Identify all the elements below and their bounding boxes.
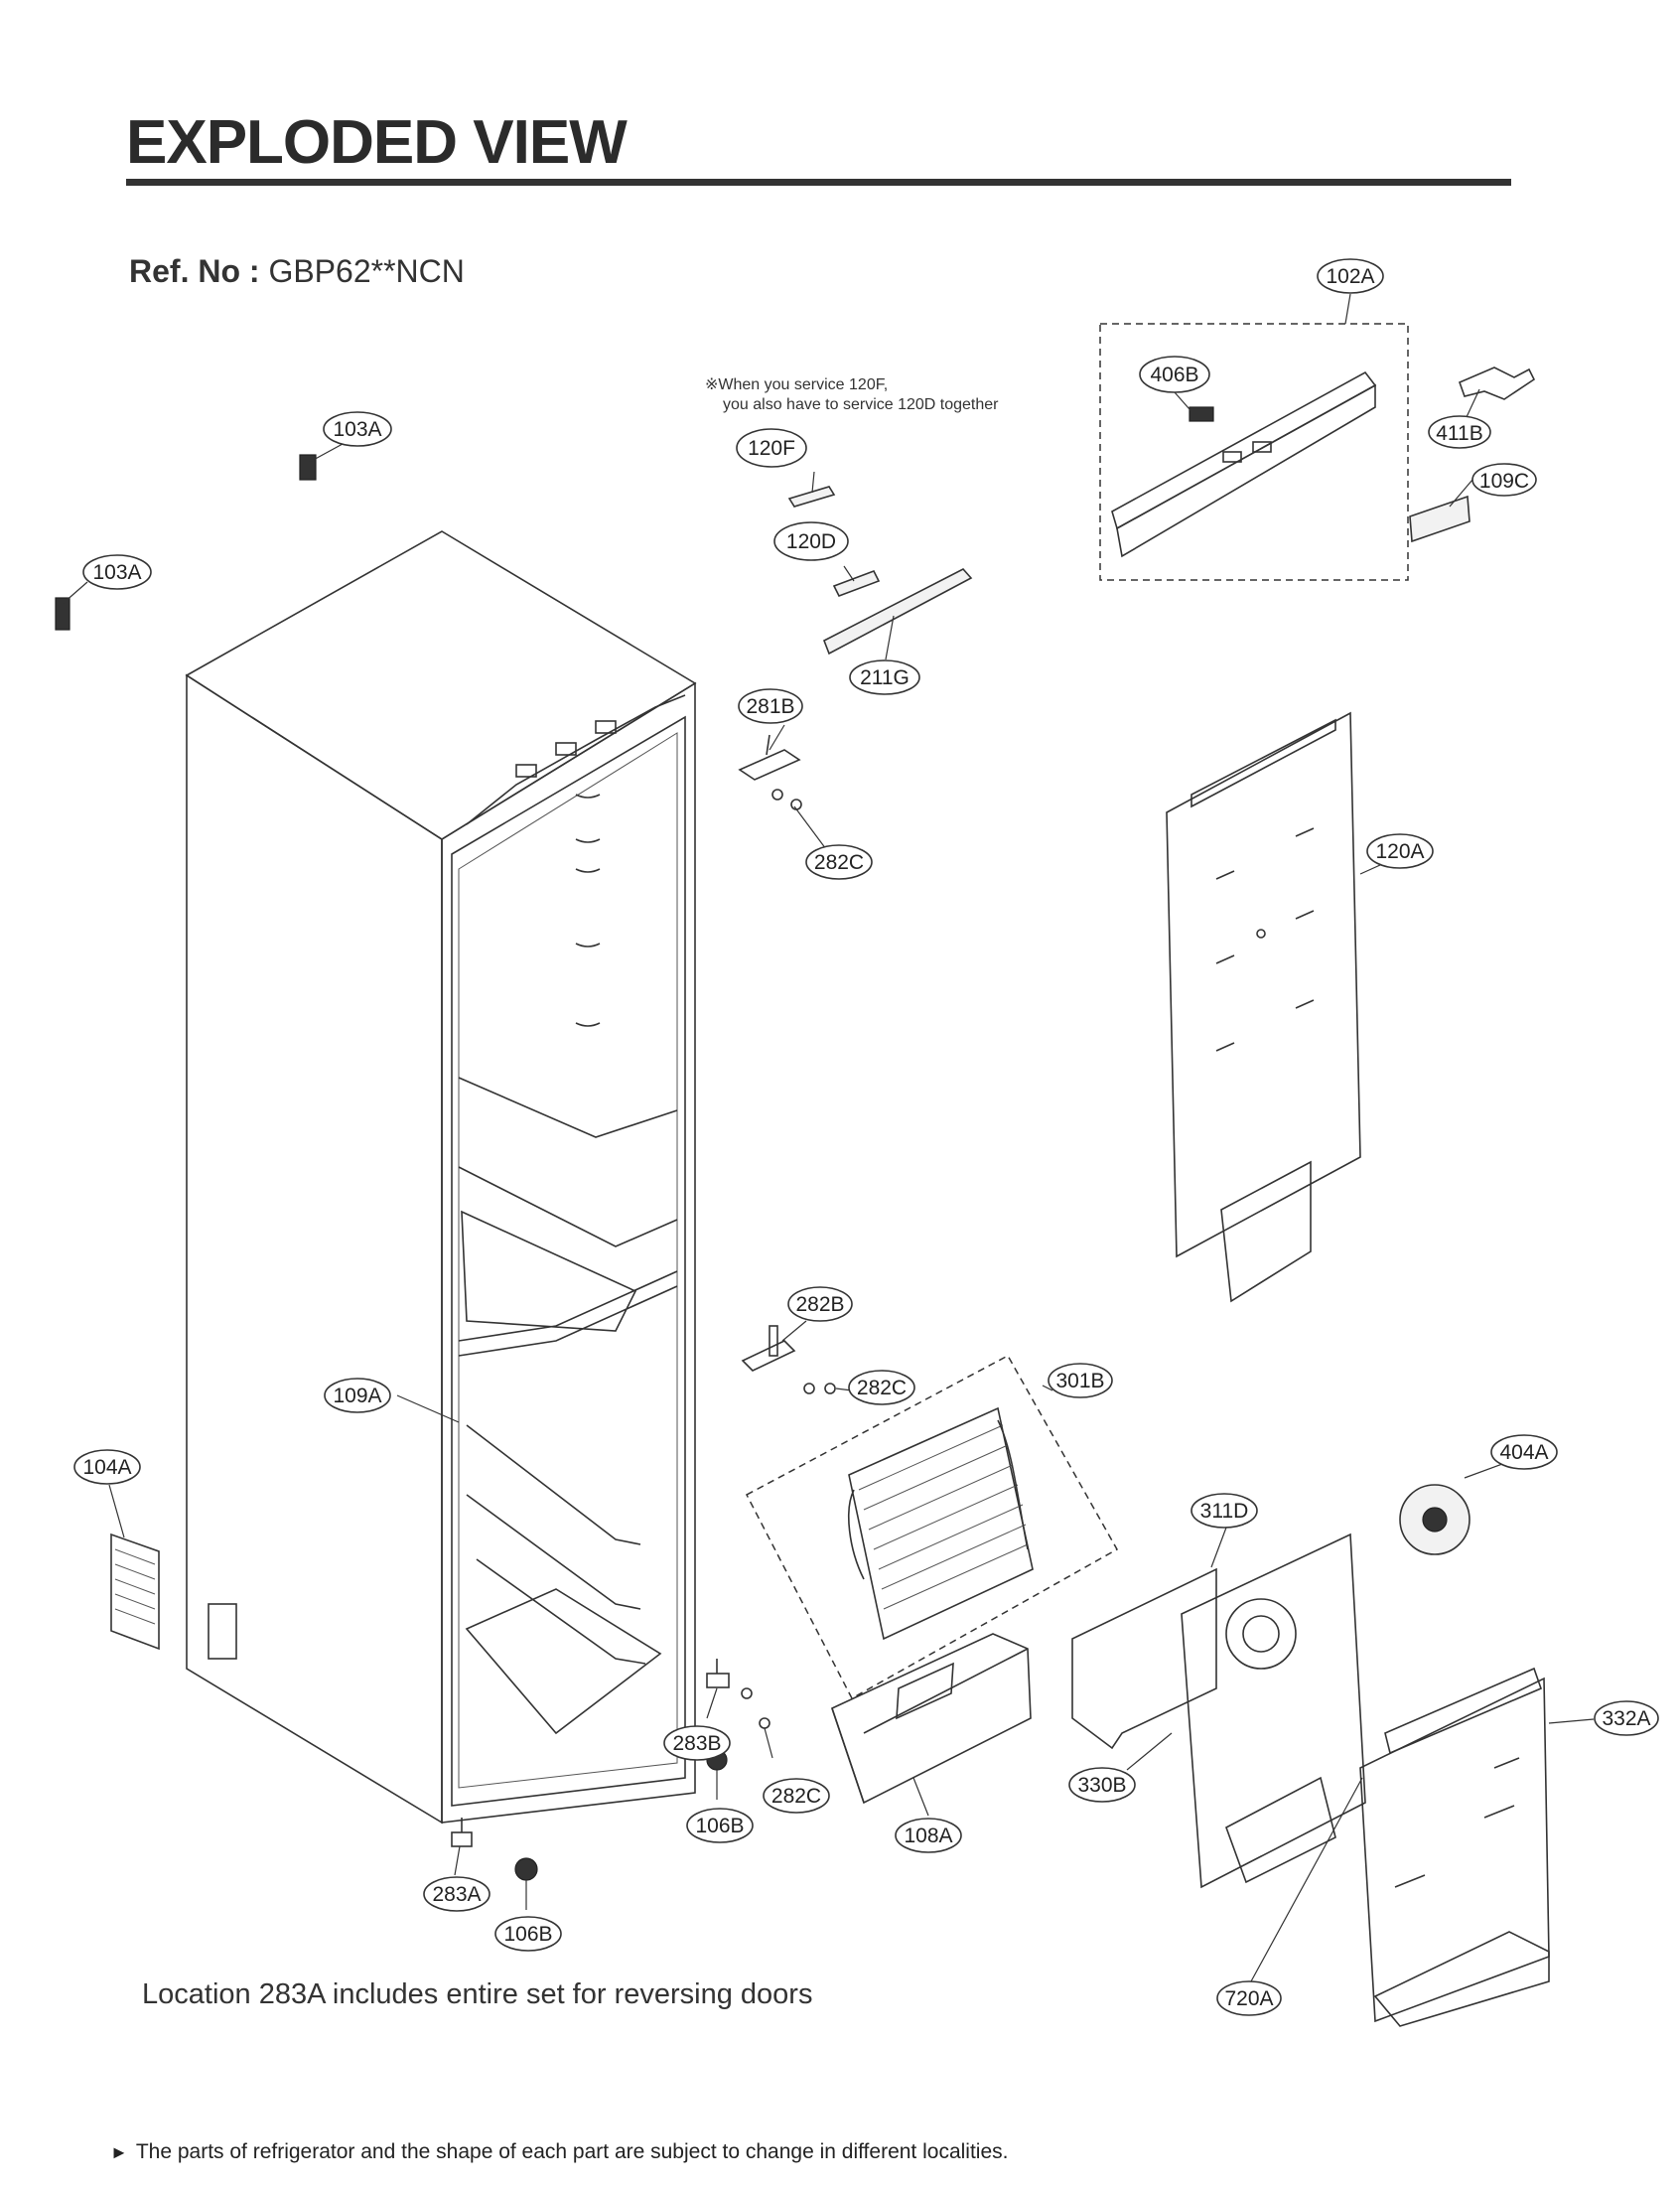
control-panel-frame [1111, 370, 1377, 558]
part-120f [787, 486, 836, 508]
svg-text:104A: 104A [82, 1456, 131, 1479]
svg-text:120D: 120D [786, 530, 836, 553]
callout-404a: 404A [1490, 1434, 1558, 1470]
svg-text:283A: 283A [432, 1883, 481, 1906]
hinge-283b [706, 1659, 770, 1729]
callout-720a: 720A [1216, 1980, 1282, 2016]
svg-text:720A: 720A [1224, 1987, 1273, 2010]
svg-text:406B: 406B [1150, 364, 1198, 386]
svg-text:301B: 301B [1055, 1370, 1104, 1392]
svg-text:106B: 106B [695, 1815, 744, 1837]
callout-108a: 108A [895, 1818, 962, 1853]
fan-shroud-330b [1181, 1533, 1366, 1889]
svg-text:281B: 281B [746, 695, 794, 718]
svg-text:283B: 283B [672, 1732, 721, 1755]
svg-text:109A: 109A [333, 1385, 381, 1407]
svg-text:109C: 109C [1479, 470, 1529, 493]
group-102a-box [1099, 323, 1409, 581]
callout-102a: 102A [1317, 258, 1384, 294]
callout-109a: 109A [324, 1378, 391, 1413]
cabinet [185, 530, 697, 1825]
callout-282c-middle: 282C [848, 1370, 915, 1405]
svg-text:103A: 103A [333, 418, 381, 441]
fan-404a [1399, 1484, 1470, 1555]
callout-281b: 281B [738, 688, 803, 724]
callout-283a: 283A [423, 1876, 490, 1912]
page-title: EXPLODED VIEW [126, 108, 628, 177]
callout-301b: 301B [1048, 1363, 1113, 1398]
svg-text:103A: 103A [92, 561, 141, 584]
svg-text:404A: 404A [1499, 1441, 1548, 1464]
svg-text:211G: 211G [860, 666, 910, 689]
part-411b [1458, 366, 1536, 400]
part-211g [822, 568, 973, 656]
clip-103a-upper [299, 454, 317, 481]
callout-120d: 120D [773, 521, 849, 561]
callout-109c: 109C [1471, 463, 1537, 497]
hinge-281b [738, 734, 802, 810]
footer-note-text: The parts of refrigerator and the shape … [135, 2140, 1009, 2163]
svg-text:282C: 282C [771, 1785, 821, 1808]
svg-text:120A: 120A [1375, 840, 1424, 863]
grille-104a [110, 1533, 160, 1651]
svg-text:411B: 411B [1436, 422, 1483, 445]
callout-282c-upper: 282C [805, 844, 873, 880]
callout-106b-upper: 106B [686, 1808, 754, 1843]
callout-332a: 332A [1594, 1700, 1659, 1736]
callout-211g: 211G [849, 659, 920, 695]
callout-106b-lower: 106B [494, 1916, 562, 1952]
group-301b-box [745, 1354, 1119, 1700]
service-note-line-1: ※When you service 120F, [705, 376, 889, 393]
title-rule [126, 179, 1511, 186]
cover-332a [1359, 1667, 1550, 2027]
callout-103a-upper: 103A [323, 411, 392, 447]
svg-text:120F: 120F [748, 437, 795, 460]
callout-104a: 104A [73, 1449, 141, 1485]
location-note: Location 283A includes entire set for re… [142, 1978, 813, 2010]
panel-120a [1166, 711, 1361, 1303]
callout-411b: 411B [1428, 415, 1491, 449]
service-note-line-2: you also have to service 120D together [723, 396, 999, 413]
footer-note: ► The parts of refrigerator and the shape… [110, 2140, 1008, 2164]
svg-text:282C: 282C [857, 1377, 907, 1399]
callout-283b: 283B [663, 1725, 731, 1761]
svg-text:330B: 330B [1077, 1774, 1126, 1797]
svg-text:282C: 282C [814, 851, 864, 874]
tray-108a [831, 1633, 1032, 1805]
clip-103a-lower [55, 597, 70, 631]
callout-282b: 282B [787, 1286, 853, 1322]
foot-106b-lower [514, 1857, 538, 1881]
callout-282c-lower: 282C [763, 1778, 830, 1814]
callout-406b: 406B [1139, 356, 1210, 393]
sheet-311d [1071, 1567, 1217, 1750]
svg-text:282B: 282B [795, 1293, 844, 1316]
hinge-282b [741, 1325, 836, 1394]
hinge-283a [451, 1818, 473, 1847]
ref-number-label: Ref. No : [129, 253, 260, 289]
ref-number-line: Ref. No : GBP62**NCN [129, 253, 465, 290]
svg-text:106B: 106B [503, 1923, 552, 1946]
callout-311d: 311D [1190, 1493, 1258, 1529]
evaporator-301b [848, 1406, 1034, 1641]
service-note: ※When you service 120F, you also have to… [705, 375, 999, 415]
callout-330b: 330B [1068, 1767, 1136, 1803]
callout-103a-lower: 103A [82, 554, 152, 590]
part-109c [1409, 495, 1470, 543]
part-120d [832, 569, 881, 598]
svg-text:332A: 332A [1602, 1707, 1650, 1730]
triangle-marker-icon: ► [110, 2142, 128, 2162]
svg-text:102A: 102A [1326, 265, 1374, 288]
svg-text:311D: 311D [1200, 1500, 1249, 1523]
ref-number-value: GBP62**NCN [268, 253, 465, 289]
callout-120f: 120F [736, 428, 807, 468]
callout-120a: 120A [1366, 833, 1434, 869]
svg-text:108A: 108A [904, 1825, 952, 1847]
